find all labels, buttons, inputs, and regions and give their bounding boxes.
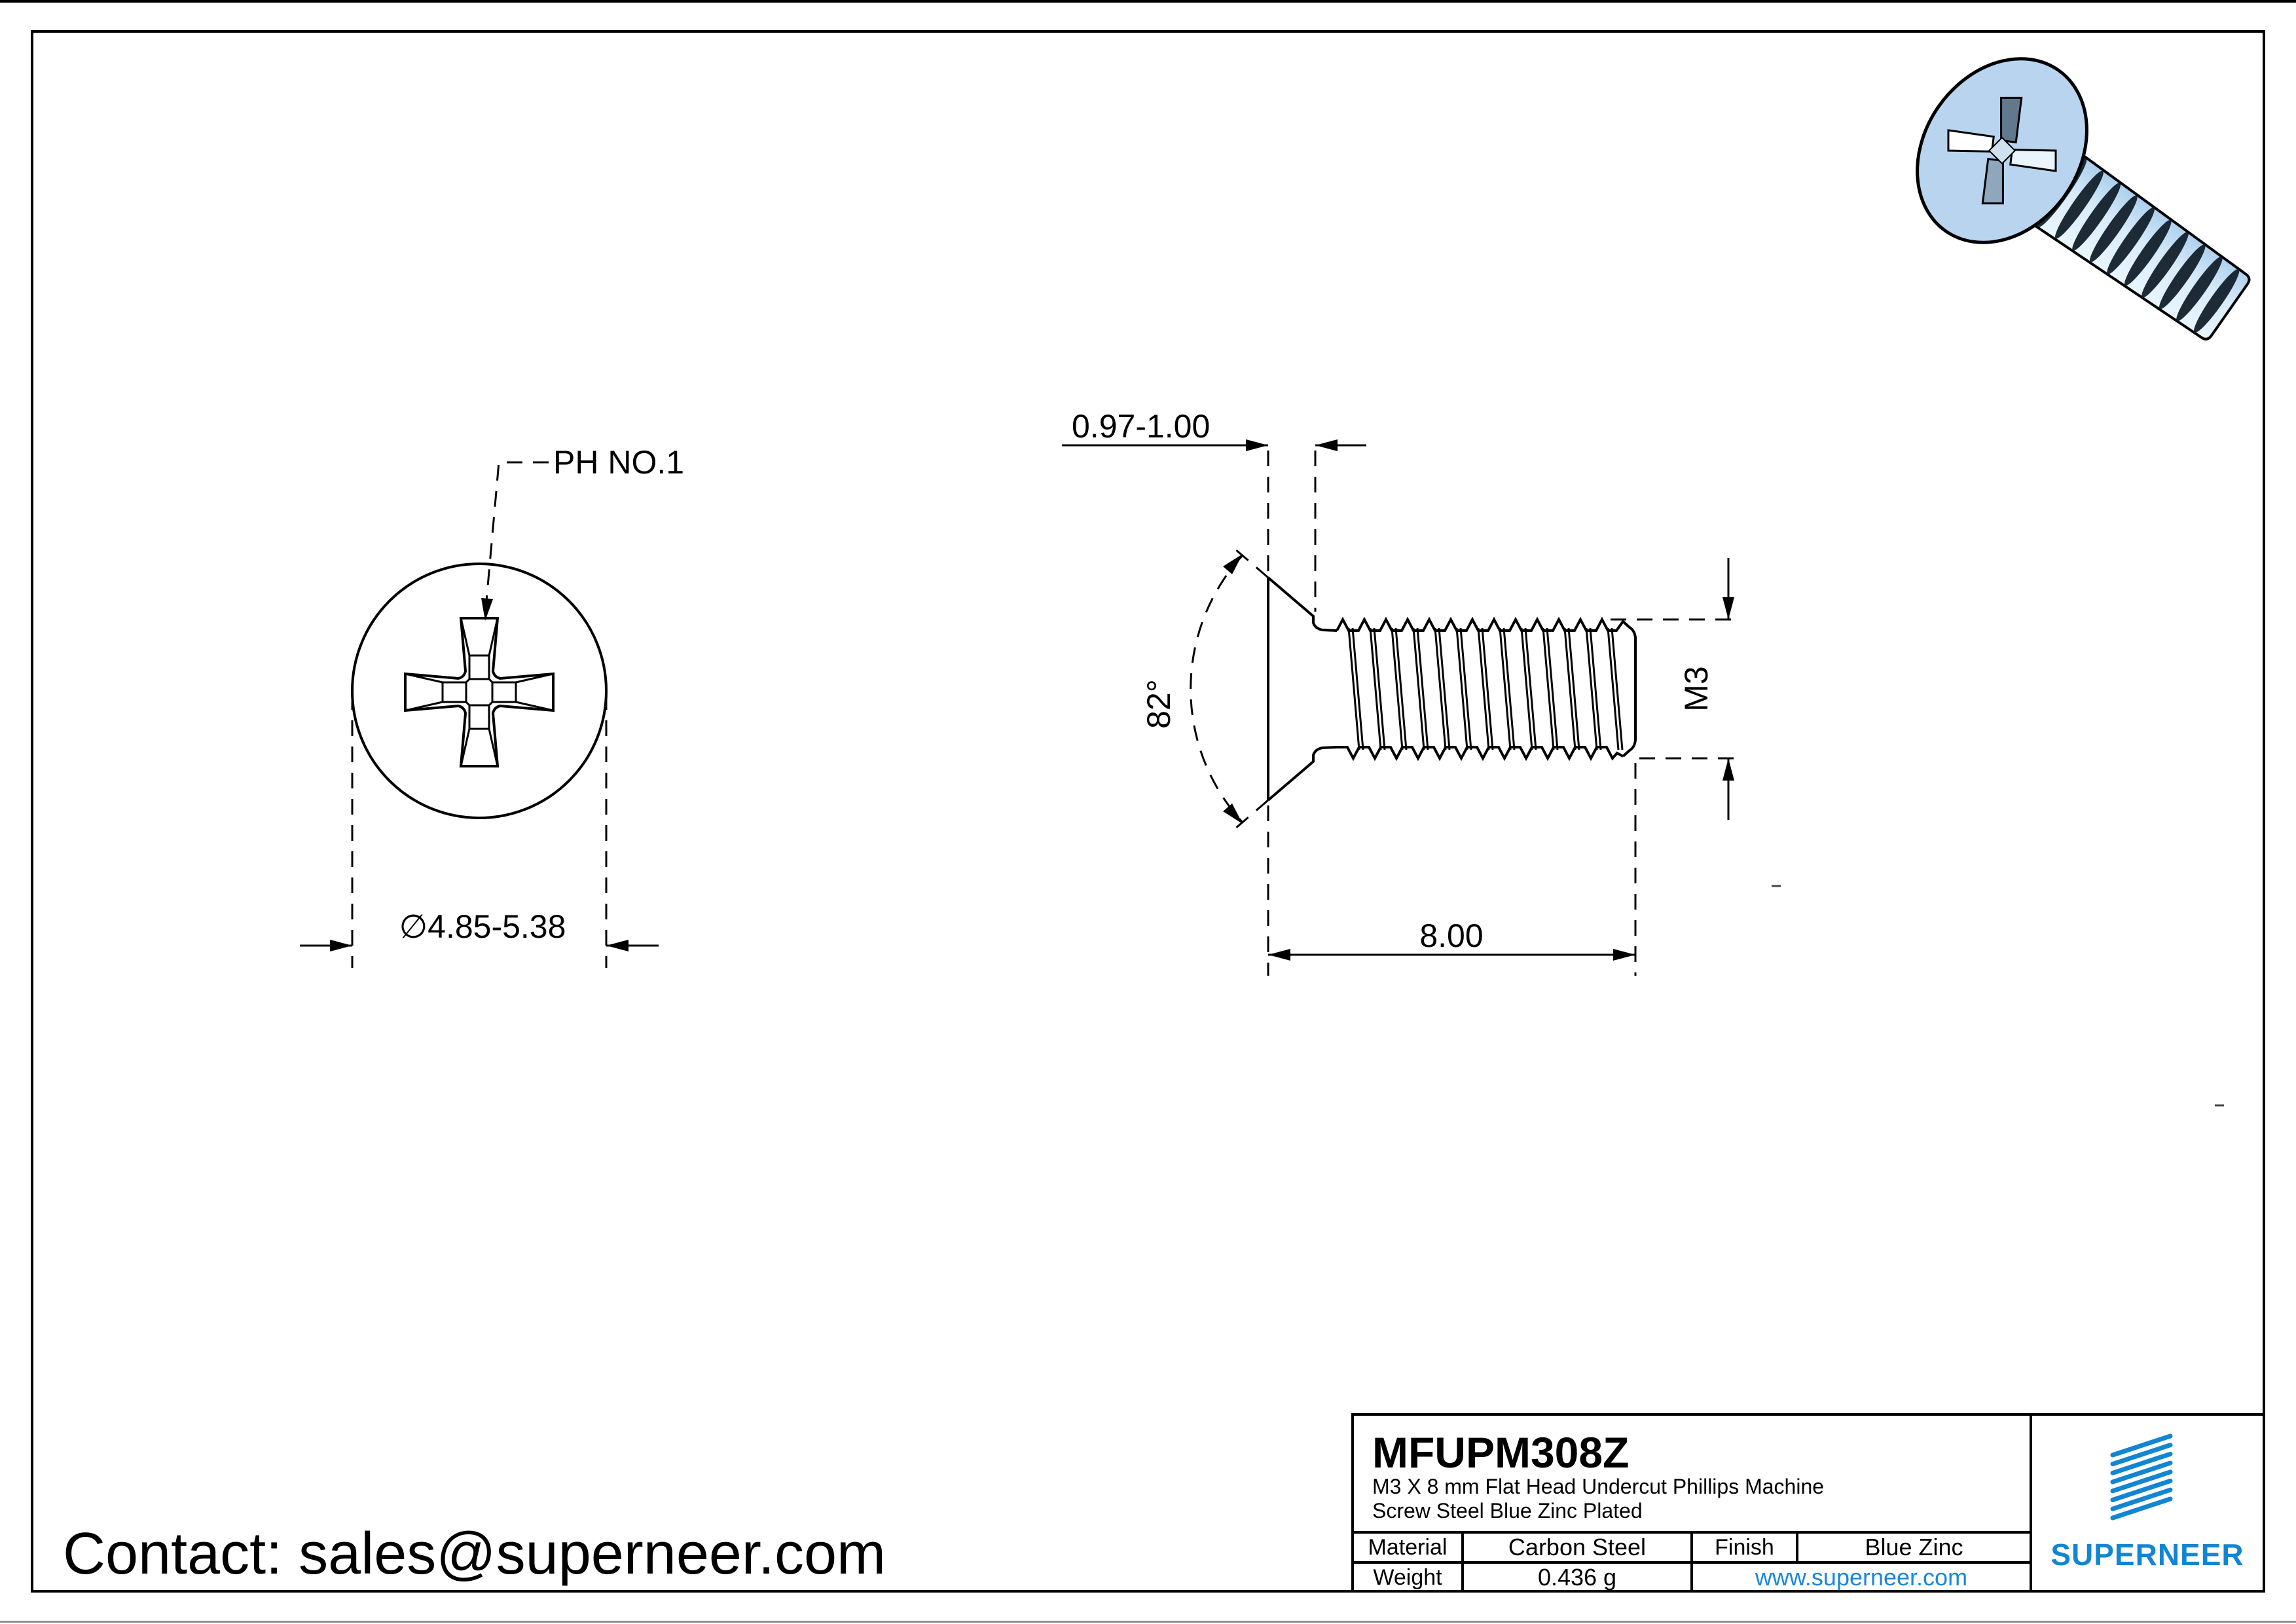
material-label: Material bbox=[1368, 1534, 1448, 1560]
head-profile bbox=[1267, 576, 1338, 802]
front-view bbox=[300, 461, 659, 968]
brand-logo-icon bbox=[2110, 1433, 2173, 1521]
phillips-recess-detail bbox=[405, 618, 554, 767]
finish-label: Finish bbox=[1715, 1534, 1774, 1560]
angle-arc bbox=[1190, 554, 1244, 824]
weight-value: 0.436 g bbox=[1537, 1564, 1617, 1591]
description-line-2: Screw Steel Blue Zinc Plated bbox=[1372, 1499, 1643, 1522]
diameter-extension-lines bbox=[351, 694, 608, 968]
thread-size-arrow-bottom bbox=[1722, 758, 1734, 781]
phillips-recess-outline bbox=[404, 617, 555, 767]
head-height-arrow-left bbox=[1246, 439, 1268, 451]
screw-3d-illustration bbox=[1916, 57, 2251, 341]
angle-label: 82° bbox=[1140, 679, 1177, 729]
finish-value: Blue Zinc bbox=[1865, 1534, 1963, 1560]
length-extension-lines bbox=[1267, 763, 1637, 976]
head-outline-circle bbox=[351, 563, 608, 819]
thread-size-arrow-top bbox=[1722, 597, 1734, 619]
length-label: 8.00 bbox=[1419, 917, 1483, 954]
drawing-frame bbox=[31, 30, 2265, 1593]
description-line-1: M3 X 8 mm Flat Head Undercut Phillips Ma… bbox=[1372, 1475, 1825, 1498]
thread-top-outline bbox=[1336, 616, 1637, 758]
thread-size-extension-lines bbox=[1611, 618, 1736, 760]
thread-size-label: M3 bbox=[1678, 666, 1715, 711]
screw-3d-phillips-recess bbox=[1947, 96, 2057, 205]
weight-label: Weight bbox=[1373, 1564, 1442, 1590]
material-value: Carbon Steel bbox=[1508, 1534, 1647, 1560]
recess-leader-arrow bbox=[481, 598, 493, 621]
head-height-label: 0.97-1.00 bbox=[1072, 408, 1210, 445]
thread-flank-lines bbox=[1347, 627, 1624, 750]
head-height-arrow-right bbox=[1315, 439, 1338, 451]
page-bottom-edge bbox=[0, 1621, 2296, 1623]
side-view bbox=[1062, 439, 1736, 976]
diameter-arrow-right bbox=[606, 940, 629, 951]
brand-name: SUPERNEER bbox=[2050, 1538, 2244, 1572]
angle-extension-lines bbox=[1230, 544, 1269, 834]
contact-line: Contact: sales@superneer.com bbox=[63, 1521, 886, 1587]
website-link[interactable]: www.superneer.com bbox=[1755, 1564, 1968, 1591]
recess-leader-line bbox=[484, 461, 549, 616]
length-arrow-left bbox=[1268, 949, 1290, 961]
title-block-grid bbox=[1351, 1413, 2265, 1593]
recess-label: PH NO.1 bbox=[553, 444, 684, 481]
diameter-label: ∅4.85-5.38 bbox=[399, 908, 566, 945]
diameter-arrow-left bbox=[330, 940, 352, 951]
head-height-extension-lines bbox=[1267, 451, 1317, 612]
angle-arrow-bottom bbox=[1223, 803, 1243, 824]
page-top-edge bbox=[0, 0, 2296, 3]
angle-arrow-top bbox=[1223, 554, 1243, 574]
part-number: MFUPM308Z bbox=[1372, 1428, 1630, 1477]
length-arrow-right bbox=[1613, 949, 1635, 961]
